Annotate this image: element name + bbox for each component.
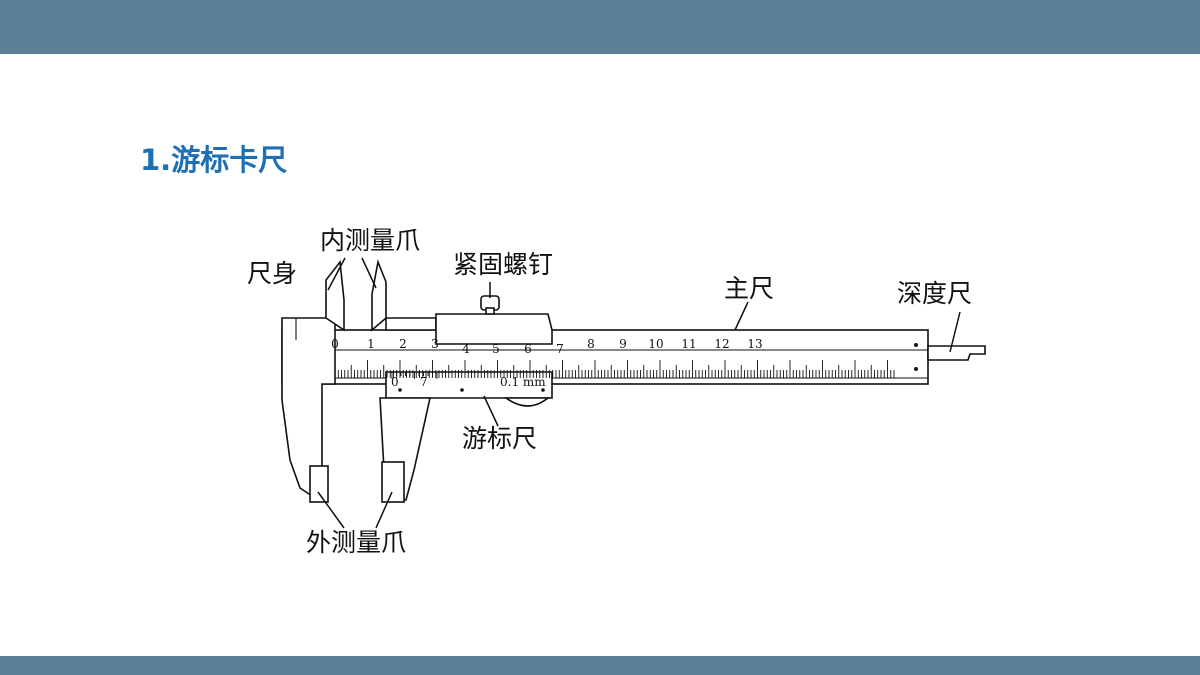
scale-num-12: 12 (714, 337, 729, 351)
main-scale-ticks (334, 360, 895, 378)
vernier-rivet-3 (541, 388, 545, 392)
slider-housing (435, 313, 553, 345)
scale-num-6: 6 (524, 342, 532, 356)
depth-rod (927, 345, 986, 361)
leader-outer-jaws-right (375, 491, 393, 529)
main-scale-numbers: 0 1 2 3 4 5 6 7 8 9 10 11 12 13 (331, 337, 762, 356)
label-body: 尺身 (247, 259, 297, 288)
vernier-num-0: 0 (391, 375, 399, 389)
label-inner-jaws: 内测量爪 (320, 226, 420, 255)
leader-inner-jaws-left (327, 257, 346, 291)
leader-depth-rod (949, 311, 961, 353)
vernier-rivet-1 (398, 388, 402, 392)
outer-jaw-fixed-tip (309, 465, 329, 503)
scale-num-9: 9 (619, 337, 627, 351)
label-depth-rod: 深度尺 (897, 279, 972, 308)
thumb-wheel (503, 397, 551, 407)
label-vernier: 游标尺 (462, 424, 537, 453)
vernier-rivet-2 (460, 388, 464, 392)
scale-num-11: 11 (681, 337, 696, 351)
vernier-plate (385, 371, 553, 399)
scale-num-0: 0 (331, 337, 339, 351)
slider-top (385, 317, 437, 331)
vernier-num-7: 7 (420, 375, 428, 389)
inner-jaw-fixed (325, 259, 345, 332)
beam-rivet-top (914, 343, 918, 347)
leader-main-scale (734, 301, 749, 331)
scale-num-5: 5 (492, 342, 500, 356)
slide-title: 1.游标卡尺 (140, 143, 288, 177)
scale-num-7: 7 (556, 342, 564, 356)
scale-num-2: 2 (399, 337, 407, 351)
scale-num-13: 13 (747, 337, 762, 351)
top-banner (0, 0, 1200, 54)
locking-screw-neck (485, 307, 495, 315)
leader-outer-jaws-left (317, 491, 345, 529)
outer-jaw-movable-tip (381, 461, 405, 503)
scale-num-4: 4 (462, 342, 470, 356)
bottom-banner (0, 656, 1200, 675)
scale-num-10: 10 (648, 337, 663, 351)
vernier-scale-ticks (391, 372, 438, 379)
vernier-precision-label: 0.1 mm (500, 375, 546, 389)
scale-num-8: 8 (587, 337, 595, 351)
leader-inner-jaws-right (361, 257, 377, 289)
inner-jaw-movable (371, 259, 387, 332)
scale-num-1: 1 (367, 337, 375, 351)
scale-num-3: 3 (431, 337, 439, 351)
label-main-scale: 主尺 (724, 274, 774, 303)
leader-vernier (483, 395, 499, 427)
label-locking-screw: 紧固螺钉 (453, 250, 553, 279)
label-outer-jaws: 外测量爪 (306, 528, 406, 557)
beam-rivet-bottom (914, 367, 918, 371)
